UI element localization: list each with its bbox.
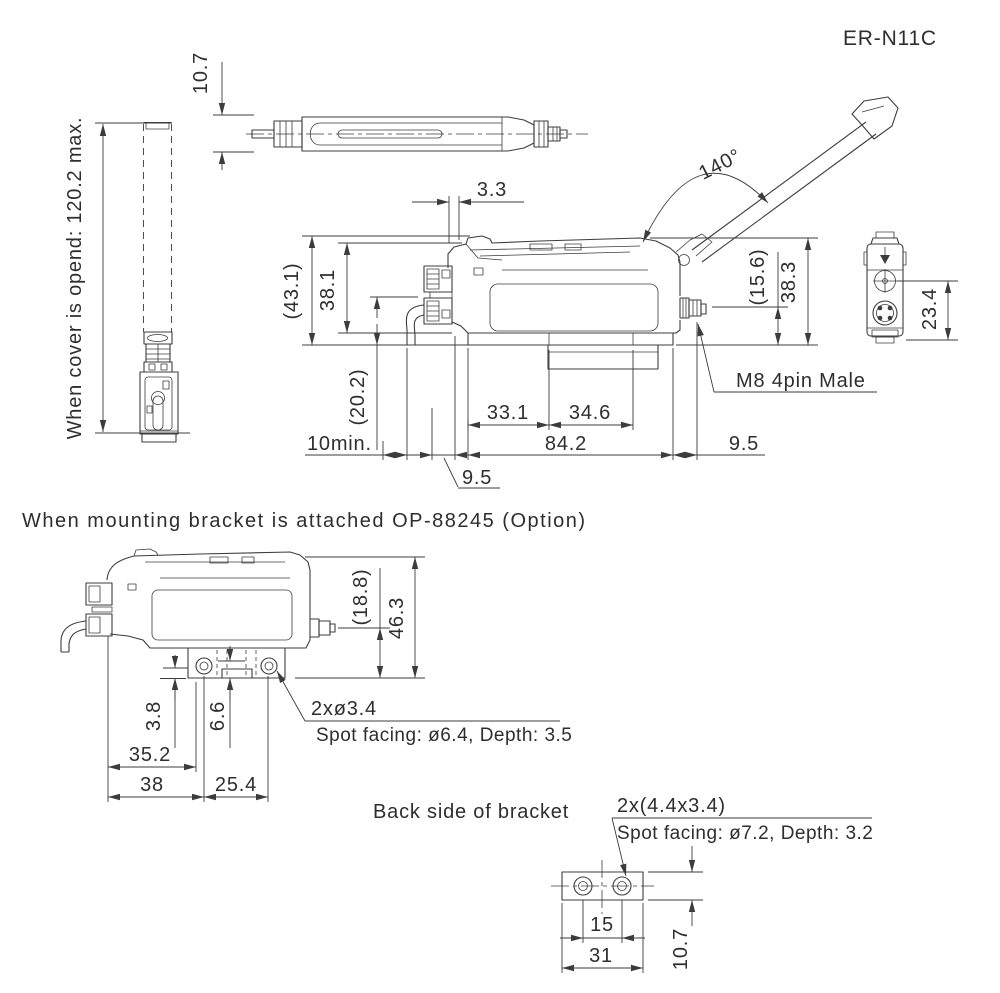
dim-slot-right: 34.6 (569, 402, 611, 424)
dim-bracket-38: 38 (140, 774, 164, 796)
dim-total-height: (43.1) (281, 262, 303, 319)
drawing-title: ER-N11C (843, 27, 937, 50)
dim-cover-offset: 3.3 (477, 179, 507, 201)
dim-cover-offset-group: 3.3 (412, 179, 524, 243)
dim-m8-length: 9.5 (729, 433, 759, 455)
dim-back-height: 10.7 (670, 928, 692, 970)
dim-body-height-left: 38.1 (317, 269, 339, 311)
label-front-spot-facing: Spot facing: ø6.4, Depth: 3.5 (316, 725, 572, 746)
rear-view (863, 231, 907, 344)
dim-back-width: 31 (589, 945, 613, 967)
dim-body-height-right: 38.3 (778, 261, 800, 303)
dim-bracket-offset-a: 3.8 (143, 701, 165, 731)
dim-rear-depth-group: 23.4 (897, 280, 958, 341)
dim-bracket-35-2: 35.2 (129, 744, 171, 766)
dim-body-length: 84.2 (545, 433, 587, 455)
dim-m8-height: (15.6) (747, 248, 769, 305)
label-m8-connector: M8 4pin Male (736, 370, 866, 392)
label-m8-group: M8 4pin Male (697, 323, 877, 393)
dim-left-heights: (43.1) 38.1 (20.2) (281, 235, 470, 450)
dim-cable-offset: 9.5 (462, 467, 492, 489)
label-back-holes: 2x(4.4x3.4) (617, 795, 726, 817)
dim-right-heights: (15.6) 38.3 (650, 237, 818, 346)
front-view-cover-open (139, 121, 179, 443)
dim-slot-left: 33.1 (487, 402, 529, 424)
dim-bracket-total-height: 46.3 (386, 597, 408, 639)
label-back-side: Back side of bracket (373, 801, 569, 823)
dim-min-clearance: 10min. (307, 433, 372, 455)
dim-back-hole-pitch: 15 (590, 914, 614, 936)
dim-cover-open: When cover is opend: 120.2 max. (64, 117, 190, 440)
bracket-view (60, 548, 336, 679)
back-side-view (551, 860, 654, 914)
dim-cable-bend: (20.2) (347, 368, 369, 425)
note-cover-open: When cover is opend: 120.2 max. (64, 117, 86, 440)
dim-bracket-m8-height: (18.8) (350, 568, 372, 625)
dim-bracket-offset-b: 6.6 (207, 701, 229, 731)
dim-cover-angle: 140° (695, 145, 745, 185)
dim-top-height: 10.7 (190, 52, 212, 94)
dim-bracket-25-4: 25.4 (215, 774, 257, 796)
top-view (246, 116, 588, 152)
label-back-spot-facing: Spot facing: ø7.2, Depth: 3.2 (617, 823, 873, 844)
dim-bottom-chain: 10min. 9.5 84.2 9.5 33.1 34.6 (305, 322, 765, 489)
dim-back-side-group: 2x(4.4x3.4) Spot facing: ø7.2, Depth: 3.… (560, 795, 873, 973)
label-front-holes: 2xø3.4 (311, 698, 377, 720)
dim-bracket-group: (18.8) 46.3 3.8 6.6 35.2 38 25.4 2xø3.4 … (107, 556, 572, 802)
dim-top-view-height: 10.7 (190, 52, 254, 170)
section-title: When mounting bracket is attached OP-882… (22, 510, 587, 532)
side-view (405, 96, 899, 370)
dim-rear-depth: 23.4 (919, 288, 941, 330)
